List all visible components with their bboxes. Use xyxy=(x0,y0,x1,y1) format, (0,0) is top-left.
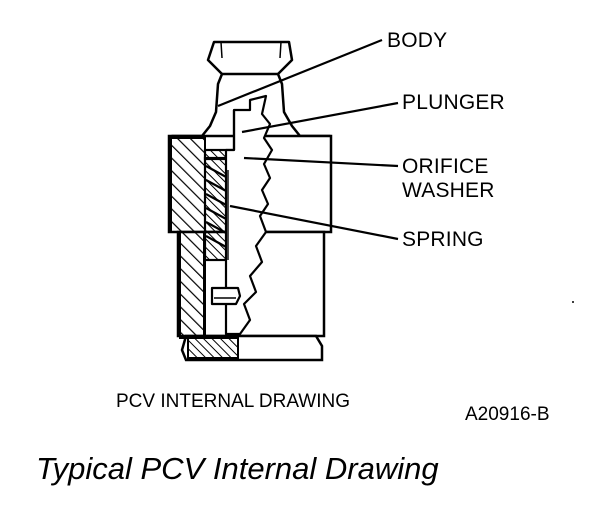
leader-lines xyxy=(217,38,399,241)
plunger xyxy=(210,94,274,336)
body-section-hatch xyxy=(170,137,239,359)
spring xyxy=(203,156,229,262)
label-orifice: ORIFICE xyxy=(402,155,489,178)
label-body: BODY xyxy=(387,29,448,52)
label-washer: WASHER xyxy=(402,179,495,202)
label-spring: SPRING xyxy=(402,228,484,251)
reference-code: A20916-B xyxy=(465,404,550,425)
drawing-caption: PCV INTERNAL DRAWING xyxy=(116,391,351,412)
label-plunger: PLUNGER xyxy=(402,91,505,114)
scan-speck xyxy=(572,301,574,303)
figure-title: Typical PCV Internal Drawing xyxy=(36,451,439,486)
